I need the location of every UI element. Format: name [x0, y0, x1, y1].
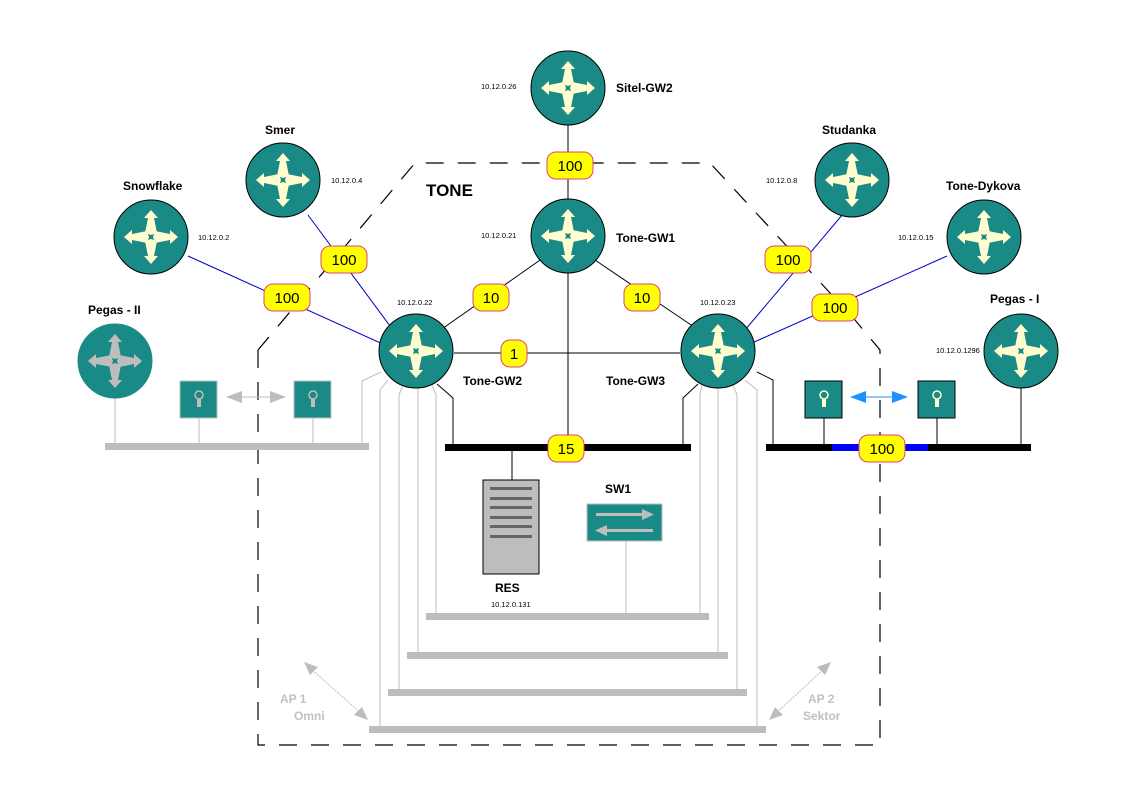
- router-pegas-i[interactable]: Pegas - I 10.12.0.1296: [936, 292, 1059, 389]
- router-ip: 10.12.0.8: [766, 176, 797, 185]
- ap2-label: AP 2 Sektor: [803, 692, 841, 723]
- access-point-right-2[interactable]: [917, 380, 956, 419]
- router-smer[interactable]: Smer 10.12.0.4: [245, 123, 362, 218]
- router-ip: 10.12.0.26: [481, 82, 516, 91]
- router-name: Studanka: [822, 123, 876, 137]
- link-cost-value: 100: [331, 252, 356, 269]
- router-ip: 10.12.0.21: [481, 231, 516, 240]
- link-cost-value: 10: [634, 290, 651, 307]
- link-cost-badge-studanka-gw3: 100: [764, 245, 812, 274]
- router-icon: [378, 313, 454, 389]
- router-name: Pegas - I: [990, 292, 1039, 306]
- switch-name: SW1: [605, 482, 631, 496]
- router-tone-gw1[interactable]: Tone-GW1 10.12.0.21: [481, 198, 675, 274]
- router-ip: 10.12.0.22: [397, 298, 432, 307]
- router-tone-dykova[interactable]: Tone-Dykova 10.12.0.15: [898, 179, 1022, 275]
- router-ip: 10.12.0.1296: [936, 346, 980, 355]
- svg-text:Omni: Omni: [294, 709, 325, 723]
- link-cost-value: 100: [775, 252, 800, 269]
- link-cost-badge-smer-gw2: 100: [320, 245, 368, 274]
- router-icon: [680, 313, 756, 389]
- link-cost-value: 100: [274, 290, 299, 307]
- router-name: Sitel-GW2: [616, 81, 673, 95]
- link-cost-badge-lan-backbone: 15: [547, 434, 585, 463]
- svg-text:Sektor: Sektor: [803, 709, 841, 723]
- router-icon: [530, 198, 606, 274]
- router-tone-gw2[interactable]: Tone-GW2 10.12.0.22: [378, 298, 522, 389]
- ap2-arrow: [769, 662, 831, 720]
- router-studanka[interactable]: Studanka 10.12.0.8: [766, 123, 890, 218]
- link-cost-badge-sitel-gw1: 100: [546, 151, 594, 180]
- ap-segment-1: [426, 613, 709, 620]
- link-cost-badge-dykova-gw3: 100: [811, 293, 859, 322]
- link-cost-value: 100: [869, 441, 894, 458]
- ap-segment-2: [407, 652, 728, 659]
- svg-text:AP 2: AP 2: [808, 692, 835, 706]
- router-icon: [113, 199, 189, 275]
- ap-segment-3: [388, 689, 747, 696]
- router-icon: [530, 50, 606, 126]
- switch-sw1[interactable]: SW1: [586, 482, 663, 542]
- link-cost-value: 10: [483, 290, 500, 307]
- access-point-left-2[interactable]: [293, 380, 332, 419]
- zone-label: TONE: [426, 181, 473, 200]
- server-ip: 10.12.0.131: [491, 600, 531, 609]
- server-name: RES: [495, 581, 520, 595]
- link-cost-badge-pegas-i-link: 100: [858, 434, 906, 463]
- router-icon: [77, 323, 153, 399]
- router-icon: [245, 142, 321, 218]
- router-ip: 10.12.0.15: [898, 233, 933, 242]
- router-icon: [814, 142, 890, 218]
- link-cost-badge-snowflake-gw2: 100: [263, 283, 311, 312]
- link-cost-badge-gw1-gw2: 10: [472, 283, 510, 312]
- router-ip: 10.12.0.2: [198, 233, 229, 242]
- wireless-links: [361, 371, 758, 728]
- router-name: Smer: [265, 123, 295, 137]
- router-name: Tone-GW2: [463, 374, 522, 388]
- pegas-ii-segment: [105, 443, 369, 450]
- link-cost-badge-gw2-gw3: 1: [500, 339, 528, 368]
- router-tone-gw3[interactable]: Tone-GW3 10.12.0.23: [606, 298, 756, 389]
- router-ip: 10.12.0.23: [700, 298, 735, 307]
- pegas-ii-drops: [114, 390, 314, 444]
- router-ip: 10.12.0.4: [331, 176, 362, 185]
- access-point-right-1[interactable]: [804, 380, 843, 419]
- ap1-arrow: [304, 662, 368, 720]
- link-cost-value: 1: [510, 346, 518, 363]
- router-name: Snowflake: [123, 179, 183, 193]
- wireless-arrow-gray: [226, 391, 286, 403]
- server-res[interactable]: RES 10.12.0.131: [482, 479, 540, 609]
- svg-text:AP 1: AP 1: [280, 692, 307, 706]
- router-sitel-gw2[interactable]: Sitel-GW2 10.12.0.26: [481, 50, 673, 126]
- link-cost-badge-gw1-gw3: 10: [623, 283, 661, 312]
- ap-segment-4: [369, 726, 766, 733]
- router-name: Pegas - II: [88, 303, 141, 317]
- wireless-arrow-blue: [850, 391, 908, 403]
- router-pegas-ii[interactable]: Pegas - II: [77, 303, 153, 399]
- ap1-label: AP 1 Omni: [280, 692, 325, 723]
- link-cost-value: 100: [822, 300, 847, 317]
- link-cost-value: 15: [558, 441, 575, 458]
- router-name: Tone-GW3: [606, 374, 665, 388]
- router-snowflake[interactable]: Snowflake 10.12.0.2: [113, 179, 229, 275]
- router-name: Tone-Dykova: [946, 179, 1021, 193]
- router-name: Tone-GW1: [616, 231, 675, 245]
- router-icon: [983, 313, 1059, 389]
- link-cost-value: 100: [557, 158, 582, 175]
- router-icon: [946, 199, 1022, 275]
- wireless-segments: [105, 443, 766, 733]
- access-point-left-1[interactable]: [179, 380, 218, 419]
- switch-icon: [586, 503, 663, 542]
